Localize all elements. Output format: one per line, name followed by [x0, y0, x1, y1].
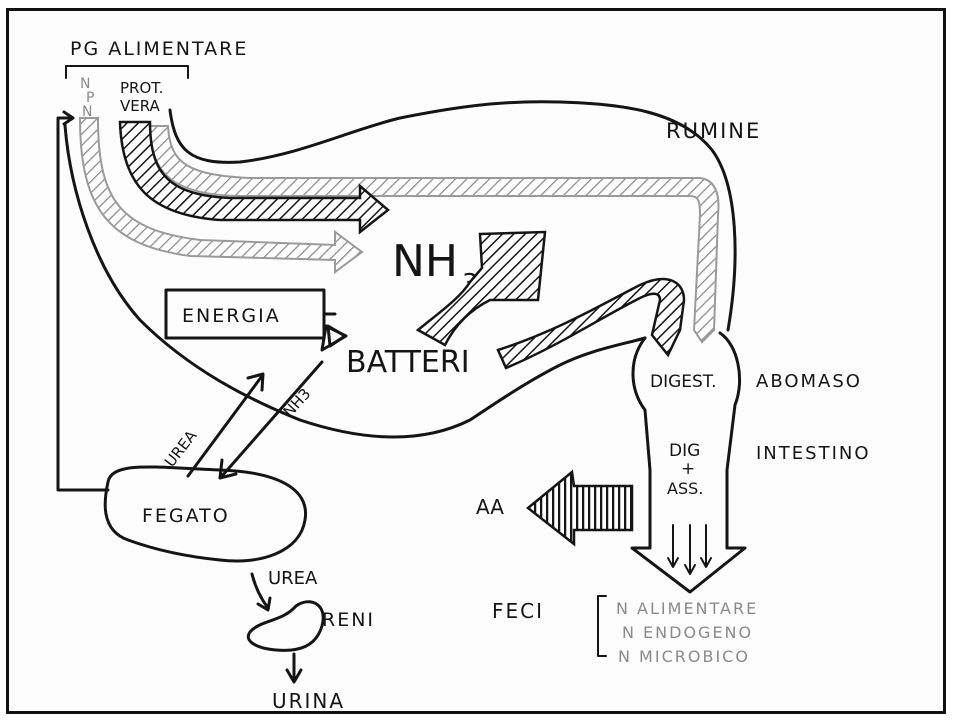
feci-item-endogeno: N ENDOGENO — [622, 623, 753, 642]
urea-up-arrow — [188, 374, 263, 476]
feci-item-microbico: N MICROBICO — [618, 647, 750, 666]
feci-item-alimentare: N ALIMENTARE — [616, 599, 758, 618]
energia-arrow-head — [322, 326, 346, 350]
nh3-down-arrow — [220, 362, 322, 478]
digest-label: DIGEST. — [650, 372, 717, 392]
nh3-label: NH — [392, 236, 458, 287]
abomaso-label: ABOMASO — [756, 371, 862, 392]
feces-arrow-1 — [668, 525, 678, 567]
feci-bracket — [598, 596, 606, 656]
urina-arrow — [287, 654, 301, 682]
energia-label: ENERGIA — [182, 305, 281, 327]
urea-up-label: UREA — [161, 426, 201, 470]
batteri-label: BATTERI — [346, 345, 470, 380]
ass-label: ASS. — [667, 479, 703, 498]
feces-arrow-3 — [701, 525, 711, 567]
urina-label: URINA — [272, 689, 345, 713]
prot-vera-line2: VERA — [120, 97, 161, 115]
fegato-label: FEGATO — [142, 505, 230, 527]
feci-label: FECI — [492, 599, 544, 623]
prot-vera-line1: PROT. — [120, 79, 163, 97]
rumine-label: RUMINE — [666, 119, 761, 143]
reni-label: RENI — [322, 609, 375, 631]
feces-arrow-2 — [685, 525, 695, 574]
dig-label: DIG — [669, 441, 700, 461]
intestino-label: INTESTINO — [756, 443, 871, 464]
pg-alimentare-label: PG ALIMENTARE — [70, 38, 248, 60]
aa-arrow — [528, 472, 632, 544]
reni-shape — [248, 602, 323, 651]
urea-kidney-label: UREA — [268, 568, 318, 589]
aa-label: AA — [476, 495, 504, 519]
plus-label: + — [681, 459, 695, 479]
